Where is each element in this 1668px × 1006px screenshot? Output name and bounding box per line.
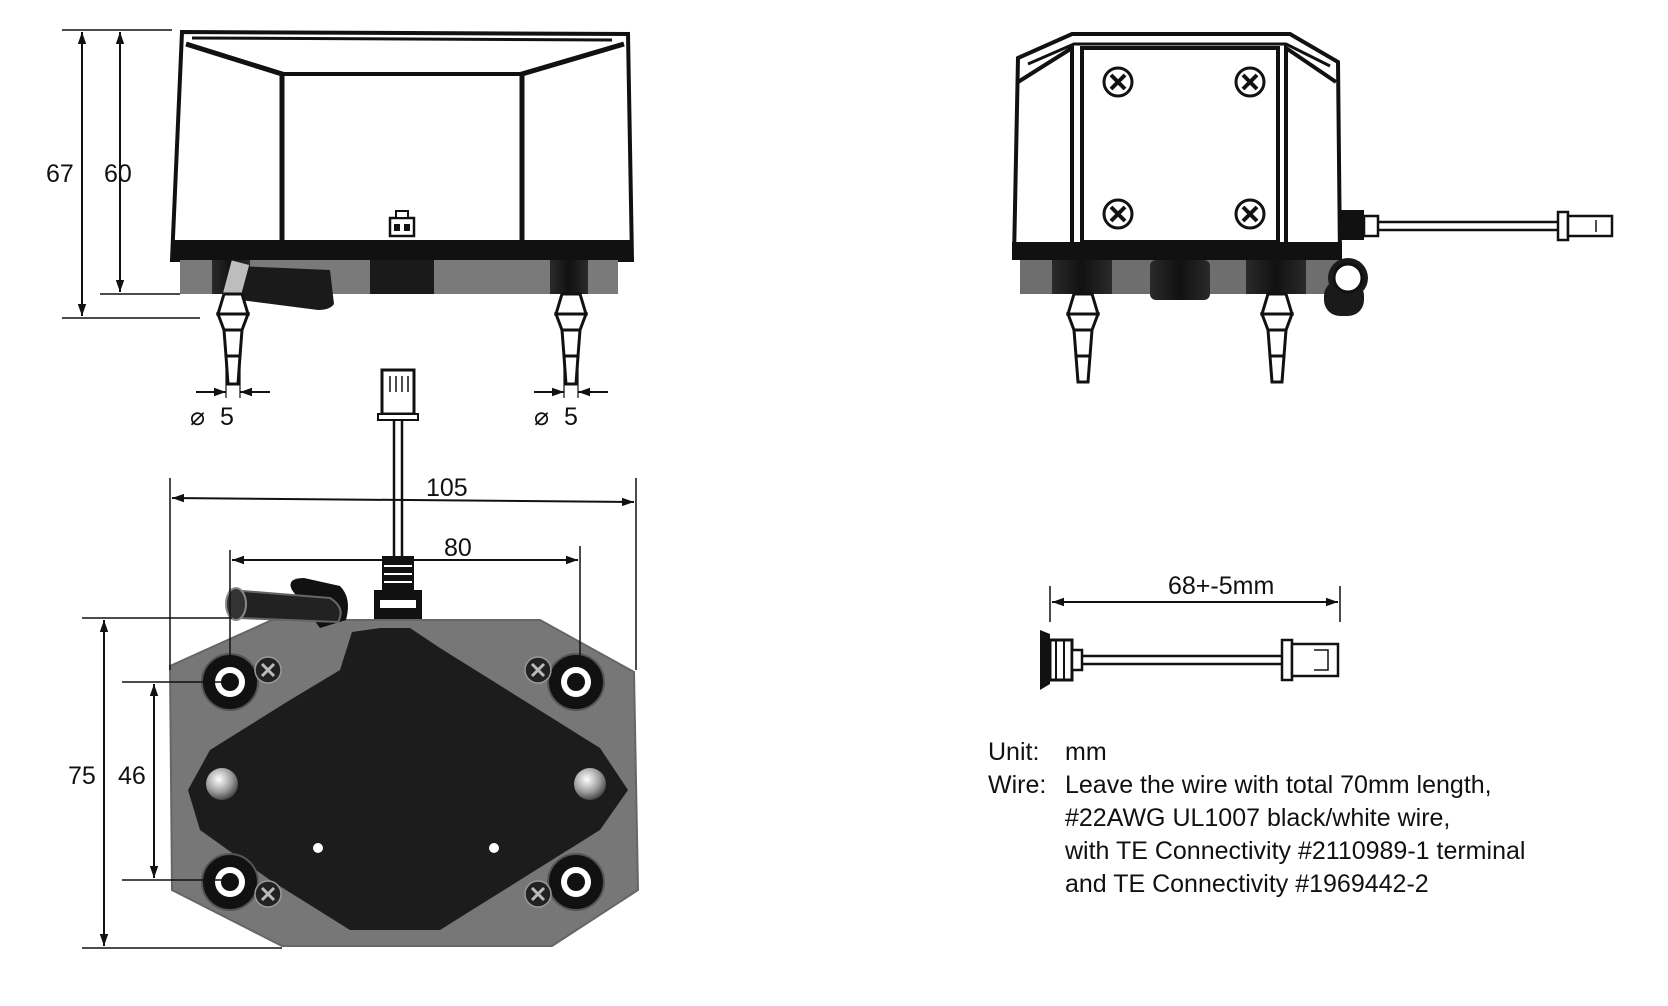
- dim-label-75: 75: [68, 762, 96, 790]
- dim-label-wire-length: 68+-5mm: [1168, 572, 1274, 600]
- dim-label-46: 46: [118, 762, 146, 790]
- diameter-symbol-left: ⌀: [190, 403, 205, 431]
- screw-icon: [1234, 198, 1266, 230]
- dim-label-port-left: 5: [220, 403, 234, 431]
- bottom-connector: [374, 368, 422, 620]
- dim-label-105: 105: [426, 474, 468, 502]
- dim-label-port-right: 5: [564, 403, 578, 431]
- side-left-nozzle: [1065, 292, 1101, 384]
- diameter-symbol-right: ⌀: [534, 403, 549, 431]
- left-port-nozzle: [215, 292, 251, 386]
- wire-row: Wire: Leave the wire with total 70mm len…: [988, 769, 1525, 802]
- mount-hole: [524, 853, 605, 911]
- wire-label: Wire:: [988, 771, 1047, 799]
- screw-icon: [1234, 66, 1266, 98]
- right-port-nozzle: [553, 292, 589, 386]
- unit-value: mm: [1065, 738, 1107, 766]
- dim-label-60: 60: [104, 160, 132, 188]
- wire-detail: 68+-5mm: [1040, 572, 1341, 690]
- screw-icon: [1102, 66, 1134, 98]
- mount-hole: [201, 853, 282, 911]
- rubber-foot: [574, 768, 606, 800]
- bottom-dark-plate: [188, 628, 628, 930]
- bottom-view: 105 80 75 46: [68, 368, 640, 949]
- side-view: [1011, 32, 1614, 384]
- side-right-nozzle: [1259, 292, 1295, 384]
- wire-note-line: #22AWG UL1007 black/white wire,: [1065, 804, 1451, 832]
- wire-note-line: and TE Connectivity #1969442-2: [1065, 870, 1429, 898]
- unit-row: Unit: mm: [988, 736, 1525, 769]
- wire-note-line: Leave the wire with total 70mm length,: [1065, 771, 1492, 799]
- mount-hole: [524, 653, 605, 711]
- dim-line-105: [171, 493, 635, 507]
- connector-icon: [388, 210, 416, 238]
- unit-label: Unit:: [988, 738, 1040, 766]
- notes-block: Unit: mm Wire: Leave the wire with total…: [988, 736, 1525, 901]
- dim-label-80: 80: [444, 534, 472, 562]
- screw-icon: [1102, 198, 1134, 230]
- rubber-foot: [206, 768, 238, 800]
- dim-label-67: 67: [46, 160, 74, 188]
- wire-note-line: with TE Connectivity #2110989-1 terminal: [1065, 837, 1526, 865]
- front-view: 67 60 ⌀ 5 ⌀ 5: [46, 29, 635, 431]
